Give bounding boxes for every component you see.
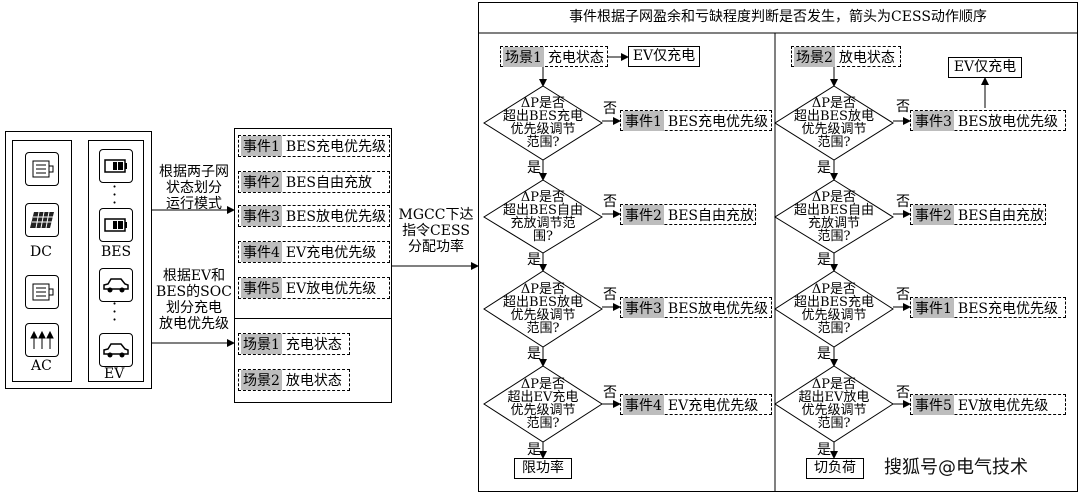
limit-power-box: 限功率 xyxy=(514,458,572,479)
battery-icon xyxy=(99,149,133,183)
yes-label: 是 xyxy=(817,442,831,458)
decision-text: ΔP是否超出BES自由充放调节范围? xyxy=(503,190,583,244)
no-label: 否 xyxy=(603,194,617,210)
decision-text: ΔP是否超出BES自由充放调节范围? xyxy=(794,190,874,244)
dc-label: DC xyxy=(30,244,52,260)
note-mode-division: 根据两子网状态划分运行模式 xyxy=(159,164,229,212)
motor-icon xyxy=(25,152,59,186)
decision-text: ΔP是否超出BES放电优先级调节范围? xyxy=(503,282,583,336)
yes-label: 是 xyxy=(527,442,541,458)
no-label: 否 xyxy=(603,101,617,117)
decision-text: ΔP是否超出EV放电优先级调节范围? xyxy=(798,377,870,431)
no-label: 否 xyxy=(896,287,910,303)
no-label: 否 xyxy=(603,385,617,401)
ev-charge-only: EV仅充电 xyxy=(948,57,1022,78)
divider xyxy=(234,318,392,319)
yes-label: 是 xyxy=(817,160,831,176)
yes-label: 是 xyxy=(527,160,541,176)
no-label: 否 xyxy=(603,287,617,303)
decision-text: ΔP是否超出EV充电优先级调节范围? xyxy=(507,377,579,431)
ellipsis-dots: ··· xyxy=(112,294,118,329)
decision-diamond xyxy=(774,365,894,443)
watermark: 搜狐号@电气技术 xyxy=(884,457,1028,478)
flow-title: 事件根据子网盈余和亏缺程度判断是否发生，箭头为CESS动作顺序 xyxy=(569,9,987,25)
solar-panel-icon xyxy=(25,203,59,237)
decision-diamond xyxy=(774,270,894,348)
decision-diamond xyxy=(774,85,894,161)
decision-diamond xyxy=(483,365,603,443)
decision-text: ΔP是否超出BES充电优先级调节范围? xyxy=(503,96,583,150)
car-icon xyxy=(99,333,133,367)
yes-label: 是 xyxy=(527,346,541,362)
flow-frame xyxy=(478,2,1078,492)
bes-label: BES xyxy=(101,244,132,260)
decision-text: ΔP是否超出BES充电优先级调节范围? xyxy=(794,282,874,336)
ev-label: EV xyxy=(104,366,125,382)
decision-diamond xyxy=(774,179,894,254)
decision-diamond xyxy=(483,270,603,348)
decision-diamond xyxy=(483,179,603,254)
yes-label: 是 xyxy=(527,252,541,268)
events-scenes-box xyxy=(234,128,392,403)
no-label: 否 xyxy=(896,194,910,210)
no-label: 否 xyxy=(896,99,910,115)
load-shedding-box: 切负荷 xyxy=(806,458,864,479)
battery-icon xyxy=(99,208,133,242)
no-label: 否 xyxy=(896,385,910,401)
ac-load-icon xyxy=(25,323,59,357)
decision-diamond xyxy=(483,85,603,161)
car-icon xyxy=(99,268,133,302)
ac-label: AC xyxy=(31,358,52,374)
yes-label: 是 xyxy=(817,346,831,362)
decision-text: ΔP是否超出BES放电优先级调节范围? xyxy=(794,96,874,150)
ev-charge-only: EV仅充电 xyxy=(628,46,700,67)
motor-icon xyxy=(25,275,59,309)
ellipsis-dots: ··· xyxy=(112,177,118,212)
yes-label: 是 xyxy=(817,252,831,268)
